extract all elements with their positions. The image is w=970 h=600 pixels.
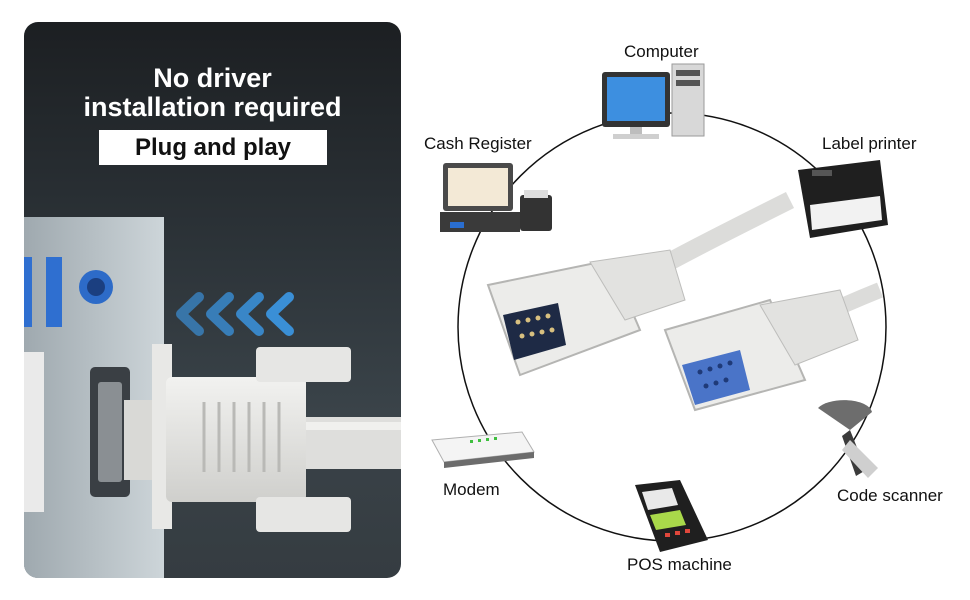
label-label-printer: Label printer [822,134,917,153]
pos-machine-icon [635,480,708,552]
headline-line-2: installation required [83,92,342,122]
label-printer-icon [798,160,888,238]
insert-arrows-icon [176,292,294,336]
computer-icon [602,63,705,139]
label-computer: Computer [624,42,699,61]
headline: No driver installation required [24,64,401,122]
port-illustration [24,217,401,578]
headline-line-1: No driver [153,63,272,93]
device-circle-graphic [431,63,888,552]
barcode-scanner-icon [818,400,878,478]
serial-cable-image [486,191,883,412]
label-code-scanner: Code scanner [837,486,943,505]
compatibility-diagram: Computer Cash Register Label printer Mod… [410,0,970,600]
label-pos-machine: POS machine [627,555,732,574]
modem-icon [431,431,535,468]
label-modem: Modem [443,480,500,499]
label-cash-register: Cash Register [424,134,532,153]
cash-register-icon [440,163,552,232]
product-photo-panel: No driver installation required Plug and… [24,22,401,578]
plug-and-play-badge: Plug and play [99,130,327,165]
